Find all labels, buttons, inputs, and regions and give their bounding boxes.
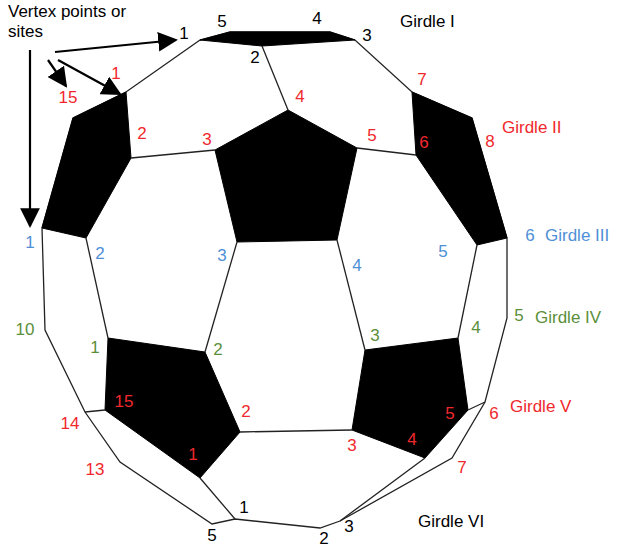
- girdle-label: Girdle V: [510, 397, 571, 417]
- vertex-number: 14: [61, 414, 80, 434]
- vertex-number: 2: [213, 340, 222, 360]
- pointer-arrow: [48, 60, 66, 86]
- vertex-number: 1: [239, 498, 248, 518]
- seam-line: [131, 150, 215, 158]
- seam-line: [337, 240, 365, 350]
- black-pentagon: [352, 338, 468, 458]
- vertex-number: 4: [312, 9, 321, 29]
- seam-line: [200, 478, 235, 519]
- seam-line: [205, 242, 237, 352]
- vertex-number: 2: [241, 402, 250, 422]
- seam-line: [468, 402, 485, 410]
- vertex-number: 5: [438, 242, 447, 262]
- vertex-number: 4: [407, 430, 416, 450]
- black-pentagon: [215, 110, 357, 242]
- vertex-number: 5: [514, 306, 523, 326]
- vertex-number: 2: [250, 48, 259, 68]
- vertex-number: 4: [471, 318, 480, 338]
- vertex-number: 2: [95, 244, 104, 264]
- black-pentagon: [105, 338, 240, 478]
- vertex-number: 5: [445, 404, 454, 424]
- pointer-arrow: [55, 40, 176, 52]
- seam-line: [262, 46, 288, 110]
- vertex-number: 5: [217, 12, 226, 32]
- girdle-label: Girdle II: [502, 118, 562, 138]
- vertex-number: 10: [16, 320, 35, 340]
- vertex-number: 5: [367, 126, 376, 146]
- vertex-number: 6: [525, 226, 534, 246]
- black-pentagon: [200, 32, 355, 46]
- vertex-number: 3: [344, 517, 353, 537]
- vertex-number: 1: [188, 445, 197, 465]
- black-pentagon: [412, 92, 507, 245]
- vertex-number: 6: [419, 133, 428, 153]
- girdle-label: Girdle I: [400, 12, 455, 32]
- vertex-number: 1: [111, 64, 120, 84]
- ball-outline: [42, 32, 507, 528]
- seam-line: [85, 410, 105, 412]
- vertex-number: 3: [362, 26, 371, 46]
- vertex-number: 1: [179, 24, 188, 44]
- vertex-number: 3: [347, 436, 356, 456]
- girdle-label: Girdle VI: [418, 512, 484, 532]
- vertex-number: 2: [319, 529, 328, 549]
- vertex-number: 6: [489, 404, 498, 424]
- vertex-number: 8: [485, 132, 494, 152]
- seam-line: [357, 148, 416, 155]
- vertex-number: 5: [207, 526, 216, 546]
- vertex-number: 15: [59, 88, 78, 108]
- vertex-number: 15: [115, 392, 134, 412]
- vertex-number: 13: [86, 460, 105, 480]
- vertex-number: 4: [352, 256, 361, 276]
- vertex-number: 1: [90, 338, 99, 358]
- girdle-label: Girdle III: [545, 226, 609, 246]
- vertex-number: 7: [457, 458, 466, 478]
- seam-line: [340, 458, 425, 521]
- vertex-number: 3: [370, 326, 379, 346]
- vertex-number: 7: [417, 70, 426, 90]
- vertex-number: 3: [202, 130, 211, 150]
- seam-line: [86, 238, 108, 338]
- girdle-label: Girdle IV: [535, 308, 601, 328]
- black-pentagon: [42, 92, 131, 238]
- vertex-number: 2: [137, 124, 146, 144]
- vertex-number: 1: [25, 233, 34, 253]
- annotation-text: Vertex points or sites: [8, 2, 150, 42]
- pointer-arrow: [29, 50, 31, 226]
- vertex-number: 4: [295, 87, 304, 107]
- vertex-number: 3: [217, 246, 226, 266]
- seam-line: [240, 430, 352, 432]
